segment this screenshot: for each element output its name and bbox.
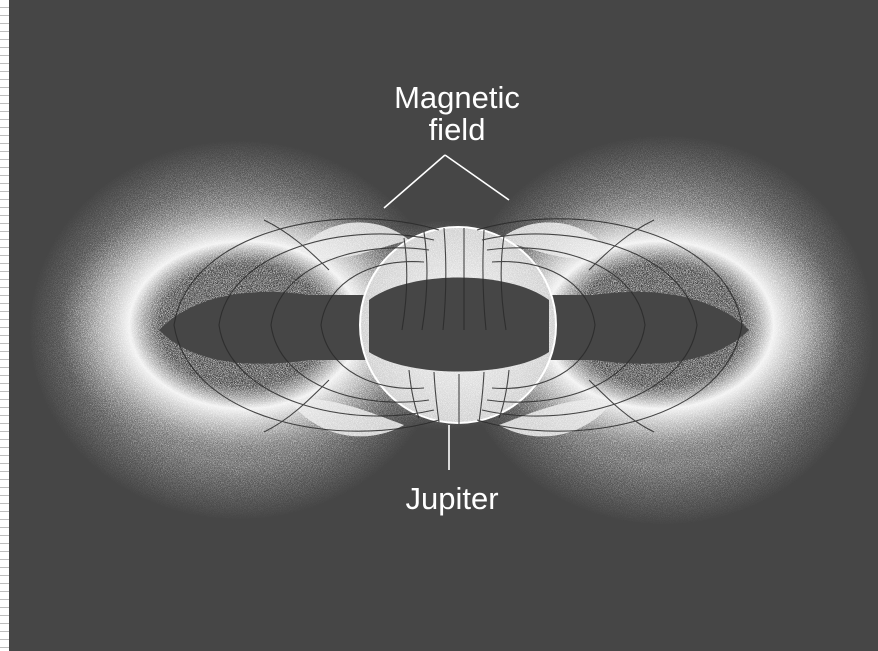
jupiter-planet [360,227,556,423]
magnetic-field-label-line1: Magnetic [394,80,520,115]
jupiter-magnetosphere-diagram: Magnetic field Jupiter [9,0,878,651]
jupiter-label: Jupiter [405,481,498,516]
left-edge-ruler [0,0,9,651]
magnetic-field-label-line2: field [429,112,486,147]
